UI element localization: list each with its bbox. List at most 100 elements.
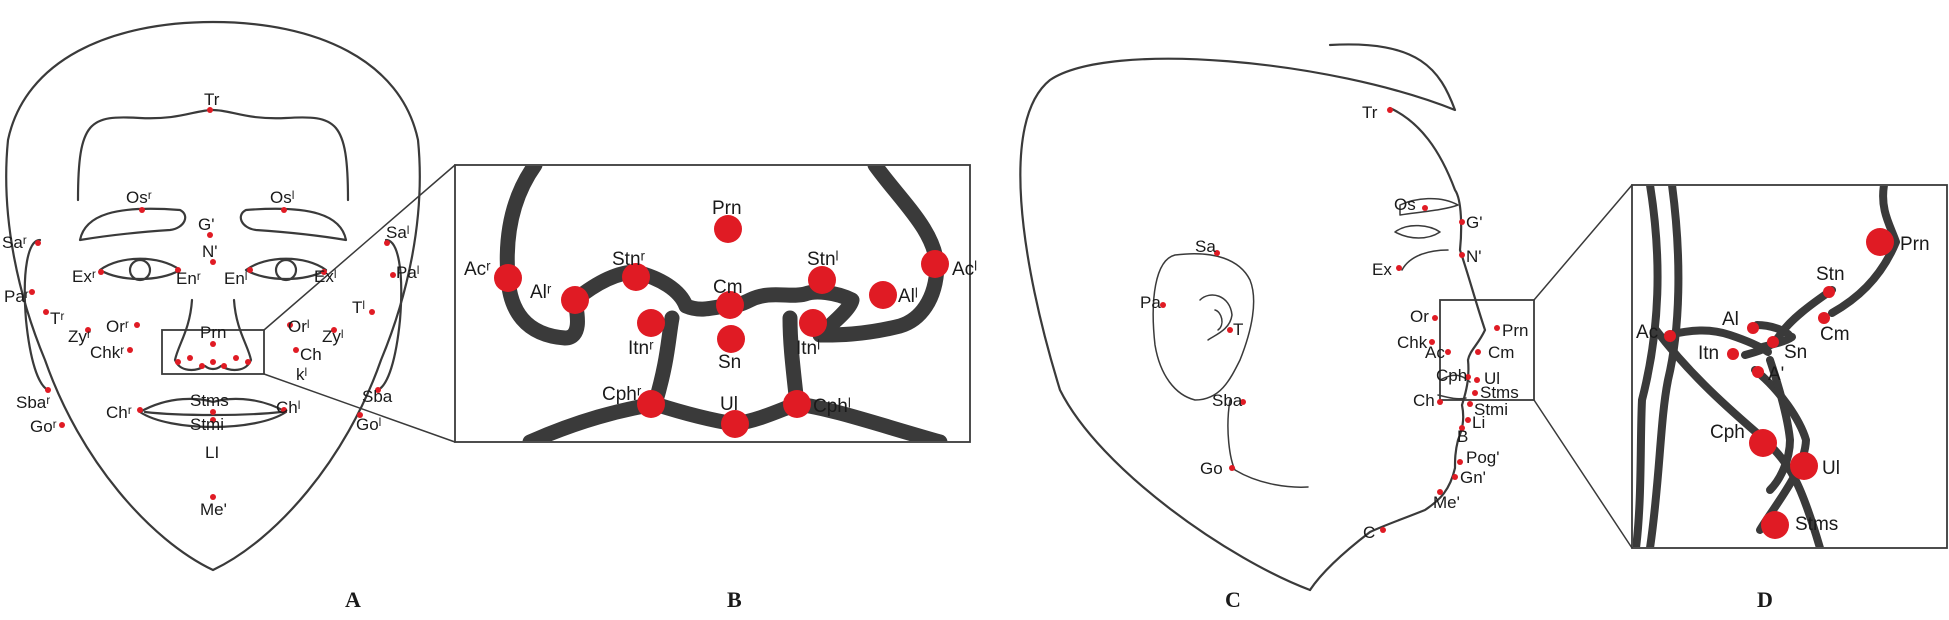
label-sba-r: Sbaʳ [16, 393, 50, 412]
dot-b-prn [714, 215, 742, 243]
dot-ch-r [137, 407, 143, 413]
dot-d-ul [1790, 452, 1818, 480]
dot-c-gn [1452, 474, 1458, 480]
label-c-b: B [1457, 427, 1468, 446]
label-sa-r: Saʳ [2, 233, 27, 252]
label-d-cm: Cm [1820, 324, 1850, 345]
dot-pa-r [29, 289, 35, 295]
label-c-me: Me' [1433, 493, 1460, 512]
zoom-frame-d [1631, 184, 1948, 549]
dot-sa-r [35, 240, 41, 246]
dot-stms [210, 409, 216, 415]
dot-d-stn [1823, 286, 1835, 298]
dot-os-l [281, 207, 287, 213]
dot-sba-l [375, 387, 381, 393]
panel-label-d: D [1757, 587, 1773, 612]
panel-label-b: B [727, 587, 742, 612]
dot-c-me [1437, 489, 1443, 495]
dot-ch-l [281, 407, 287, 413]
ear-inner-2 [1214, 309, 1223, 331]
label-c-stms: Stms [1480, 383, 1519, 402]
label-d-prn: Prn [1900, 234, 1930, 255]
dot-go-r [59, 422, 65, 428]
dot-nose-7 [245, 359, 251, 365]
dot-d-al [1747, 322, 1759, 334]
panel-d: Prn Stn Al Cm Ac Itn Sn A' Cph Ul Stms D [1631, 184, 1948, 612]
brow-right [78, 207, 187, 242]
dot-sba-r [45, 387, 51, 393]
label-n: N' [202, 242, 218, 261]
label-b-ac-l: Acˡ [952, 259, 977, 280]
panel-c: Tr Os G' Ex N' Sa Pa T Or Chk Ac Prn Cm … [1019, 43, 1633, 612]
face-outline [5, 20, 421, 572]
dot-chk-r [127, 347, 133, 353]
dot-nose-1 [175, 359, 181, 365]
label-sba-l: Sba [362, 387, 393, 406]
label-c-cm: Cm [1488, 343, 1514, 362]
dot-b-itn-r [637, 309, 665, 337]
label-d-ul: Ul [1822, 458, 1840, 479]
label-c-g: G' [1466, 213, 1482, 232]
dot-b-ul [721, 410, 749, 438]
head-outline [1019, 43, 1457, 592]
label-b-cph-r: Cphʳ [602, 384, 642, 405]
dot-b-al-r [561, 286, 589, 314]
nose-outline [173, 298, 253, 372]
dot-b-ac-r [494, 264, 522, 292]
dot-c-t [1227, 327, 1233, 333]
label-d-al: Al [1722, 309, 1739, 330]
dot-c-or [1432, 315, 1438, 321]
dot-c-tr [1387, 107, 1393, 113]
label-b-stn-l: Stnˡ [807, 249, 839, 270]
label-en-l: Enˡ [224, 269, 247, 288]
label-b-itn-r: Itnʳ [628, 338, 654, 359]
brow-profile [1399, 197, 1459, 216]
label-b-ul: Ul [720, 394, 738, 415]
dot-c-sba [1240, 399, 1246, 405]
label-c-sba: Sba [1212, 391, 1243, 410]
dot-b-cph-l [783, 390, 811, 418]
label-g: G' [198, 215, 214, 234]
lip-profile [1437, 394, 1467, 400]
dot-d-sn [1767, 336, 1779, 348]
label-go-l: Goˡ [356, 415, 381, 434]
neck-line [1227, 399, 1309, 488]
dot-ex-l [321, 269, 327, 275]
label-c-ex: Ex [1372, 260, 1392, 279]
label-d-sn: Sn [1784, 342, 1807, 363]
label-or-r: Orʳ [106, 317, 129, 336]
mouth-profile [1439, 374, 1471, 383]
label-pa-r: Paʳ [4, 287, 29, 306]
dot-c-n [1459, 252, 1465, 258]
dot-c-ch [1437, 399, 1443, 405]
label-sa-l: Saˡ [386, 223, 409, 242]
ear-left [376, 238, 403, 392]
panel-label-a: A [345, 587, 361, 612]
dot-pa-l [390, 272, 396, 278]
label-c-pa: Pa [1140, 293, 1161, 312]
label-stms: Stms [190, 391, 229, 410]
dot-b-cm [716, 291, 744, 319]
label-c-ul: Ul [1484, 369, 1500, 388]
dot-nose-4 [210, 359, 216, 365]
dot-c-chk [1429, 339, 1435, 345]
lip-contour-d [1766, 356, 1794, 494]
label-ch-r: Chʳ [106, 403, 132, 422]
eye-profile [1394, 224, 1441, 239]
dot-c-ex [1396, 265, 1402, 271]
ear-inner [1199, 294, 1233, 341]
dot-b-stn-l [808, 266, 836, 294]
dot-c-stmi [1467, 401, 1473, 407]
label-ex-r: Exʳ [72, 267, 96, 286]
dot-c-ul [1474, 377, 1480, 383]
dot-c-go [1229, 465, 1235, 471]
dot-ex-r [98, 269, 104, 275]
dot-en-l [247, 267, 253, 273]
panel-a: Tr Osʳ Osˡ G' N' Exʳ Enʳ Enˡ Exˡ Saʳ Saˡ… [2, 20, 456, 612]
dot-sa-l [384, 240, 390, 246]
cheek-line-d [1633, 186, 1662, 547]
label-tr: Tr [204, 90, 220, 109]
label-t-l: Tˡ [352, 298, 365, 317]
label-ex-l: Exˡ [314, 267, 337, 286]
dot-c-ac [1445, 349, 1451, 355]
